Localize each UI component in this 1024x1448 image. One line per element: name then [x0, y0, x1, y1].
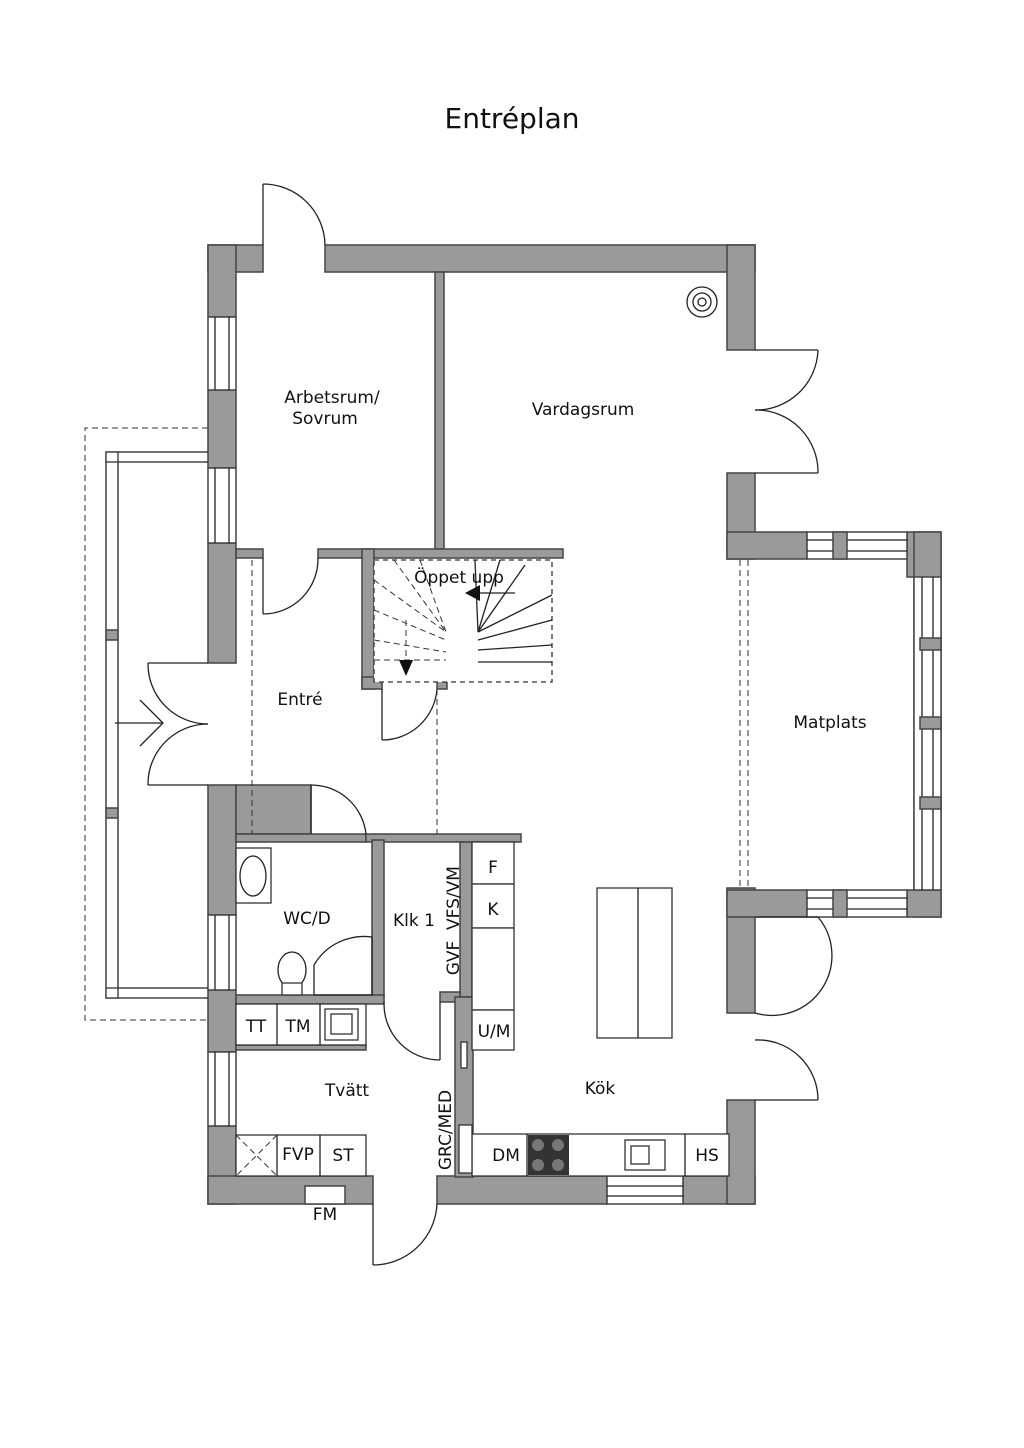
room-arbetsrum-label-2: Sovrum [292, 409, 358, 429]
grc-med-label: GRC/MED [436, 1090, 456, 1170]
washbasin-icon [239, 855, 267, 897]
porch [84, 427, 208, 1021]
room-wc-label: WC/D [283, 909, 331, 929]
cabinets [458, 841, 730, 1177]
fireplace-icon [686, 286, 718, 318]
hs-label: HS [695, 1146, 719, 1166]
stair-down-arrow-icon [399, 660, 413, 676]
room-arbetsrum-label-1: Arbetsrum/ [284, 388, 380, 408]
fvp-label: FVP [282, 1145, 314, 1165]
shower-icon [313, 935, 373, 996]
room-labels: Arbetsrum/ Sovrum Vardagsrum Öppet upp E… [277, 388, 866, 1101]
oppet-upp-label: Öppet upp [414, 566, 504, 588]
um-label: U/M [478, 1022, 511, 1042]
windows [207, 316, 942, 1205]
room-tvatt-label: Tvätt [324, 1081, 370, 1101]
doors [147, 183, 833, 1266]
plan-title: Entréplan [445, 102, 580, 135]
kitchen-island [596, 887, 673, 1039]
room-klk-label: Klk 1 [393, 911, 435, 931]
stair-arrow-icon [465, 585, 480, 601]
tm-label: TM [284, 1017, 310, 1037]
room-matplats-label: Matplats [793, 713, 866, 733]
room-entre-label: Entré [277, 690, 322, 710]
fixture-labels: VFS/VM GVF F K U/M TT TM FVP ST GRC/MED … [245, 858, 719, 1225]
dm-label: DM [492, 1146, 520, 1166]
laundry-fixtures [235, 1003, 367, 1177]
fm-label: FM [313, 1205, 337, 1225]
room-kok-label: Kök [585, 1079, 616, 1099]
wc-fixtures [235, 847, 373, 996]
staircase [373, 559, 553, 683]
dashed-lines [251, 560, 749, 890]
f-label: F [488, 858, 498, 878]
tt-label: TT [245, 1017, 267, 1037]
vfs-vm-label: VFS/VM [444, 866, 464, 930]
k-label: K [487, 900, 499, 920]
gvf-label: GVF [444, 941, 464, 976]
room-vardagsrum-label: Vardagsrum [532, 400, 635, 420]
st-label: ST [332, 1146, 354, 1166]
